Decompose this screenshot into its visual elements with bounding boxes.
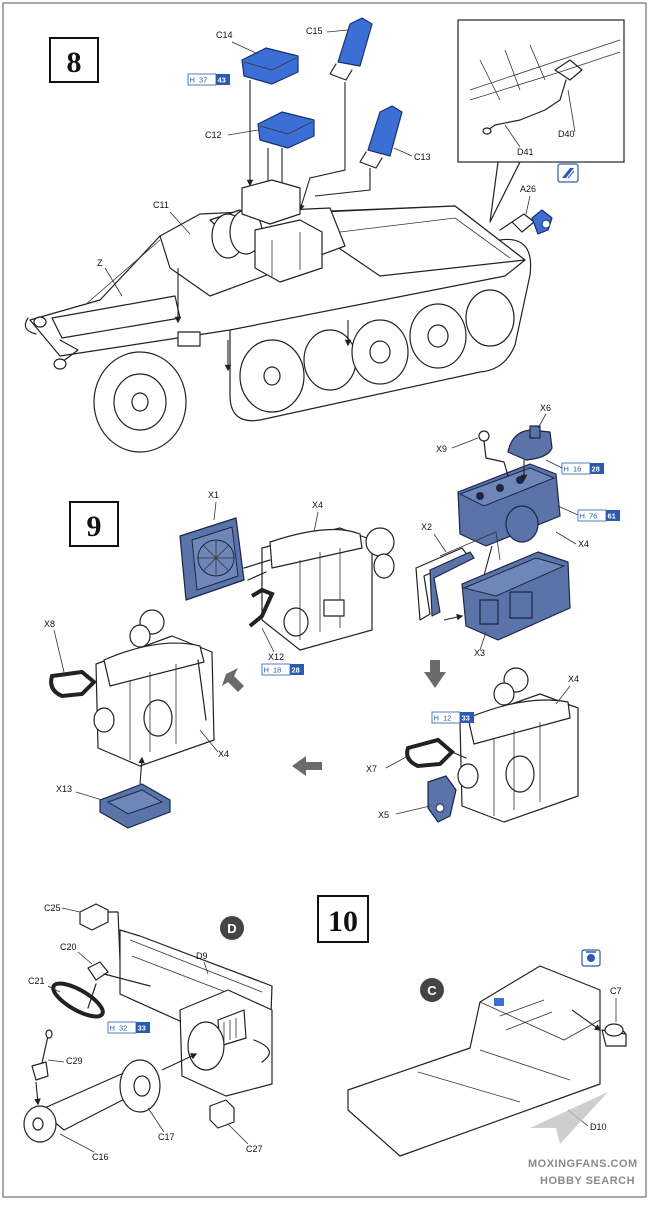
- paint-x6-a: 16: [573, 465, 581, 474]
- label-X9: X9: [436, 444, 447, 454]
- label-X4-center: X4: [312, 500, 323, 510]
- paint-x6-b: 28: [592, 465, 600, 474]
- step-8-number: 8: [67, 46, 82, 79]
- paint-code-c14-h: H: [190, 76, 195, 85]
- paint-code-x4: H 76 61: [577, 509, 620, 522]
- paint-c21-h: H: [110, 1024, 115, 1033]
- label-C29: C29: [66, 1056, 83, 1066]
- label-X7: X7: [366, 764, 377, 774]
- floor-plate: C7 D10: [347, 965, 627, 1157]
- watermark-line1: MOXINGFANS.COM: [528, 1158, 638, 1170]
- label-X3: X3: [474, 648, 485, 658]
- label-C20: C20: [60, 942, 77, 952]
- label-C14: C14: [216, 30, 233, 40]
- subassembly-d-badge: [220, 916, 244, 940]
- paint-x4-b: 61: [608, 512, 616, 521]
- label-D9: D9: [196, 951, 208, 961]
- step-9: 9 X1 X4 X12: [44, 403, 620, 829]
- cement-icon: [557, 163, 579, 183]
- engine-right: X4 X7 X5 H 12 33: [366, 667, 579, 823]
- subassembly-c-badge: [420, 978, 444, 1002]
- engine-blue-top: X6 H 16 28 X9 H 76 61: [436, 403, 620, 592]
- decal-icon: [581, 949, 601, 967]
- paint-c21-a: 32: [119, 1024, 127, 1033]
- paint-x12-b: 28: [292, 666, 300, 675]
- part-X1: X1: [179, 490, 245, 601]
- detail-inset: D40 D41: [457, 19, 625, 223]
- subassembly-d-label: D: [227, 921, 236, 936]
- label-C7: C7: [610, 986, 622, 996]
- label-X4-right: X4: [568, 674, 579, 684]
- label-C27: C27: [246, 1144, 263, 1154]
- label-X12: X12: [268, 652, 284, 662]
- grey-arrow-icon: [222, 668, 244, 692]
- label-C12: C12: [205, 130, 222, 140]
- step-9-number: 9: [87, 510, 102, 543]
- paint-x6-h: H: [564, 465, 569, 474]
- part-C15: C15: [306, 17, 373, 81]
- label-X4-left: X4: [218, 749, 229, 759]
- label-X2: X2: [421, 522, 432, 532]
- paint-x12-h: H: [264, 666, 269, 675]
- subassembly-c-label: C: [427, 983, 437, 998]
- engine-center: X4 X12 H 18 28: [243, 500, 395, 676]
- paper-plane-logo: [530, 1092, 608, 1144]
- label-X5: X5: [378, 810, 389, 820]
- label-C21: C21: [28, 976, 45, 986]
- paint-x7-a: 12: [443, 714, 451, 723]
- label-X8: X8: [44, 619, 55, 629]
- paint-code-icon: H 37 43: [187, 73, 230, 86]
- step-8: 8 D40 D41 C14 C12: [24, 17, 625, 453]
- paint-code-x6: H 16 28: [561, 462, 604, 475]
- paint-code-c21: H 32 33: [107, 1021, 150, 1034]
- paint-code-c14-b: 43: [218, 76, 226, 85]
- part-C13: C13: [359, 105, 431, 169]
- label-C25: C25: [44, 903, 61, 913]
- part-C14: C14: [216, 30, 299, 85]
- paint-code-x7: H 12 33: [431, 711, 474, 724]
- label-Z: Z: [97, 258, 103, 268]
- part-C12: C12: [205, 111, 315, 149]
- label-C16: C16: [92, 1152, 109, 1162]
- paint-x7-b: 33: [462, 714, 470, 723]
- label-D40: D40: [558, 129, 575, 139]
- part-A26: A26: [499, 184, 553, 235]
- paint-x4-a: 76: [589, 512, 597, 521]
- step-9-box: [69, 501, 119, 547]
- paint-x4-h: H: [580, 512, 585, 521]
- label-X1: X1: [208, 490, 219, 500]
- grey-arrow-icon: [292, 756, 322, 776]
- label-X13: X13: [56, 784, 72, 794]
- paint-code-c14-a: 37: [199, 76, 207, 85]
- step-8-box: [49, 37, 99, 83]
- label-D10: D10: [590, 1122, 607, 1132]
- paint-x12-a: 18: [273, 666, 281, 675]
- step-10-number: 10: [328, 905, 358, 938]
- label-A26: A26: [520, 184, 536, 194]
- step-10-box: [317, 895, 369, 943]
- paint-c21-b: 33: [138, 1024, 146, 1033]
- paint-code-x12: H 18 28: [261, 663, 304, 676]
- steering-assembly: C25 D9 C20 C21 H: [23, 903, 273, 1162]
- label-D41: D41: [517, 147, 534, 157]
- label-X6: X6: [540, 403, 551, 413]
- label-C13: C13: [414, 152, 431, 162]
- label-C11: C11: [153, 200, 169, 210]
- step-10: 10 D C C25 D9 C20: [23, 895, 627, 1162]
- paint-x7-h: H: [434, 714, 439, 723]
- engine-blue-lower: X2 X3: [415, 522, 571, 658]
- watermark: MOXINGFANS.COM HOBBY SEARCH: [528, 1092, 638, 1187]
- label-C15: C15: [306, 26, 323, 36]
- halftrack-body: [24, 179, 532, 453]
- watermark-line2: HOBBY SEARCH: [540, 1175, 635, 1187]
- engine-left: X8 X4 X13: [44, 609, 229, 829]
- label-X4-top-right: X4: [578, 539, 589, 549]
- label-C17: C17: [158, 1132, 175, 1142]
- grey-arrow-icon: [424, 660, 446, 688]
